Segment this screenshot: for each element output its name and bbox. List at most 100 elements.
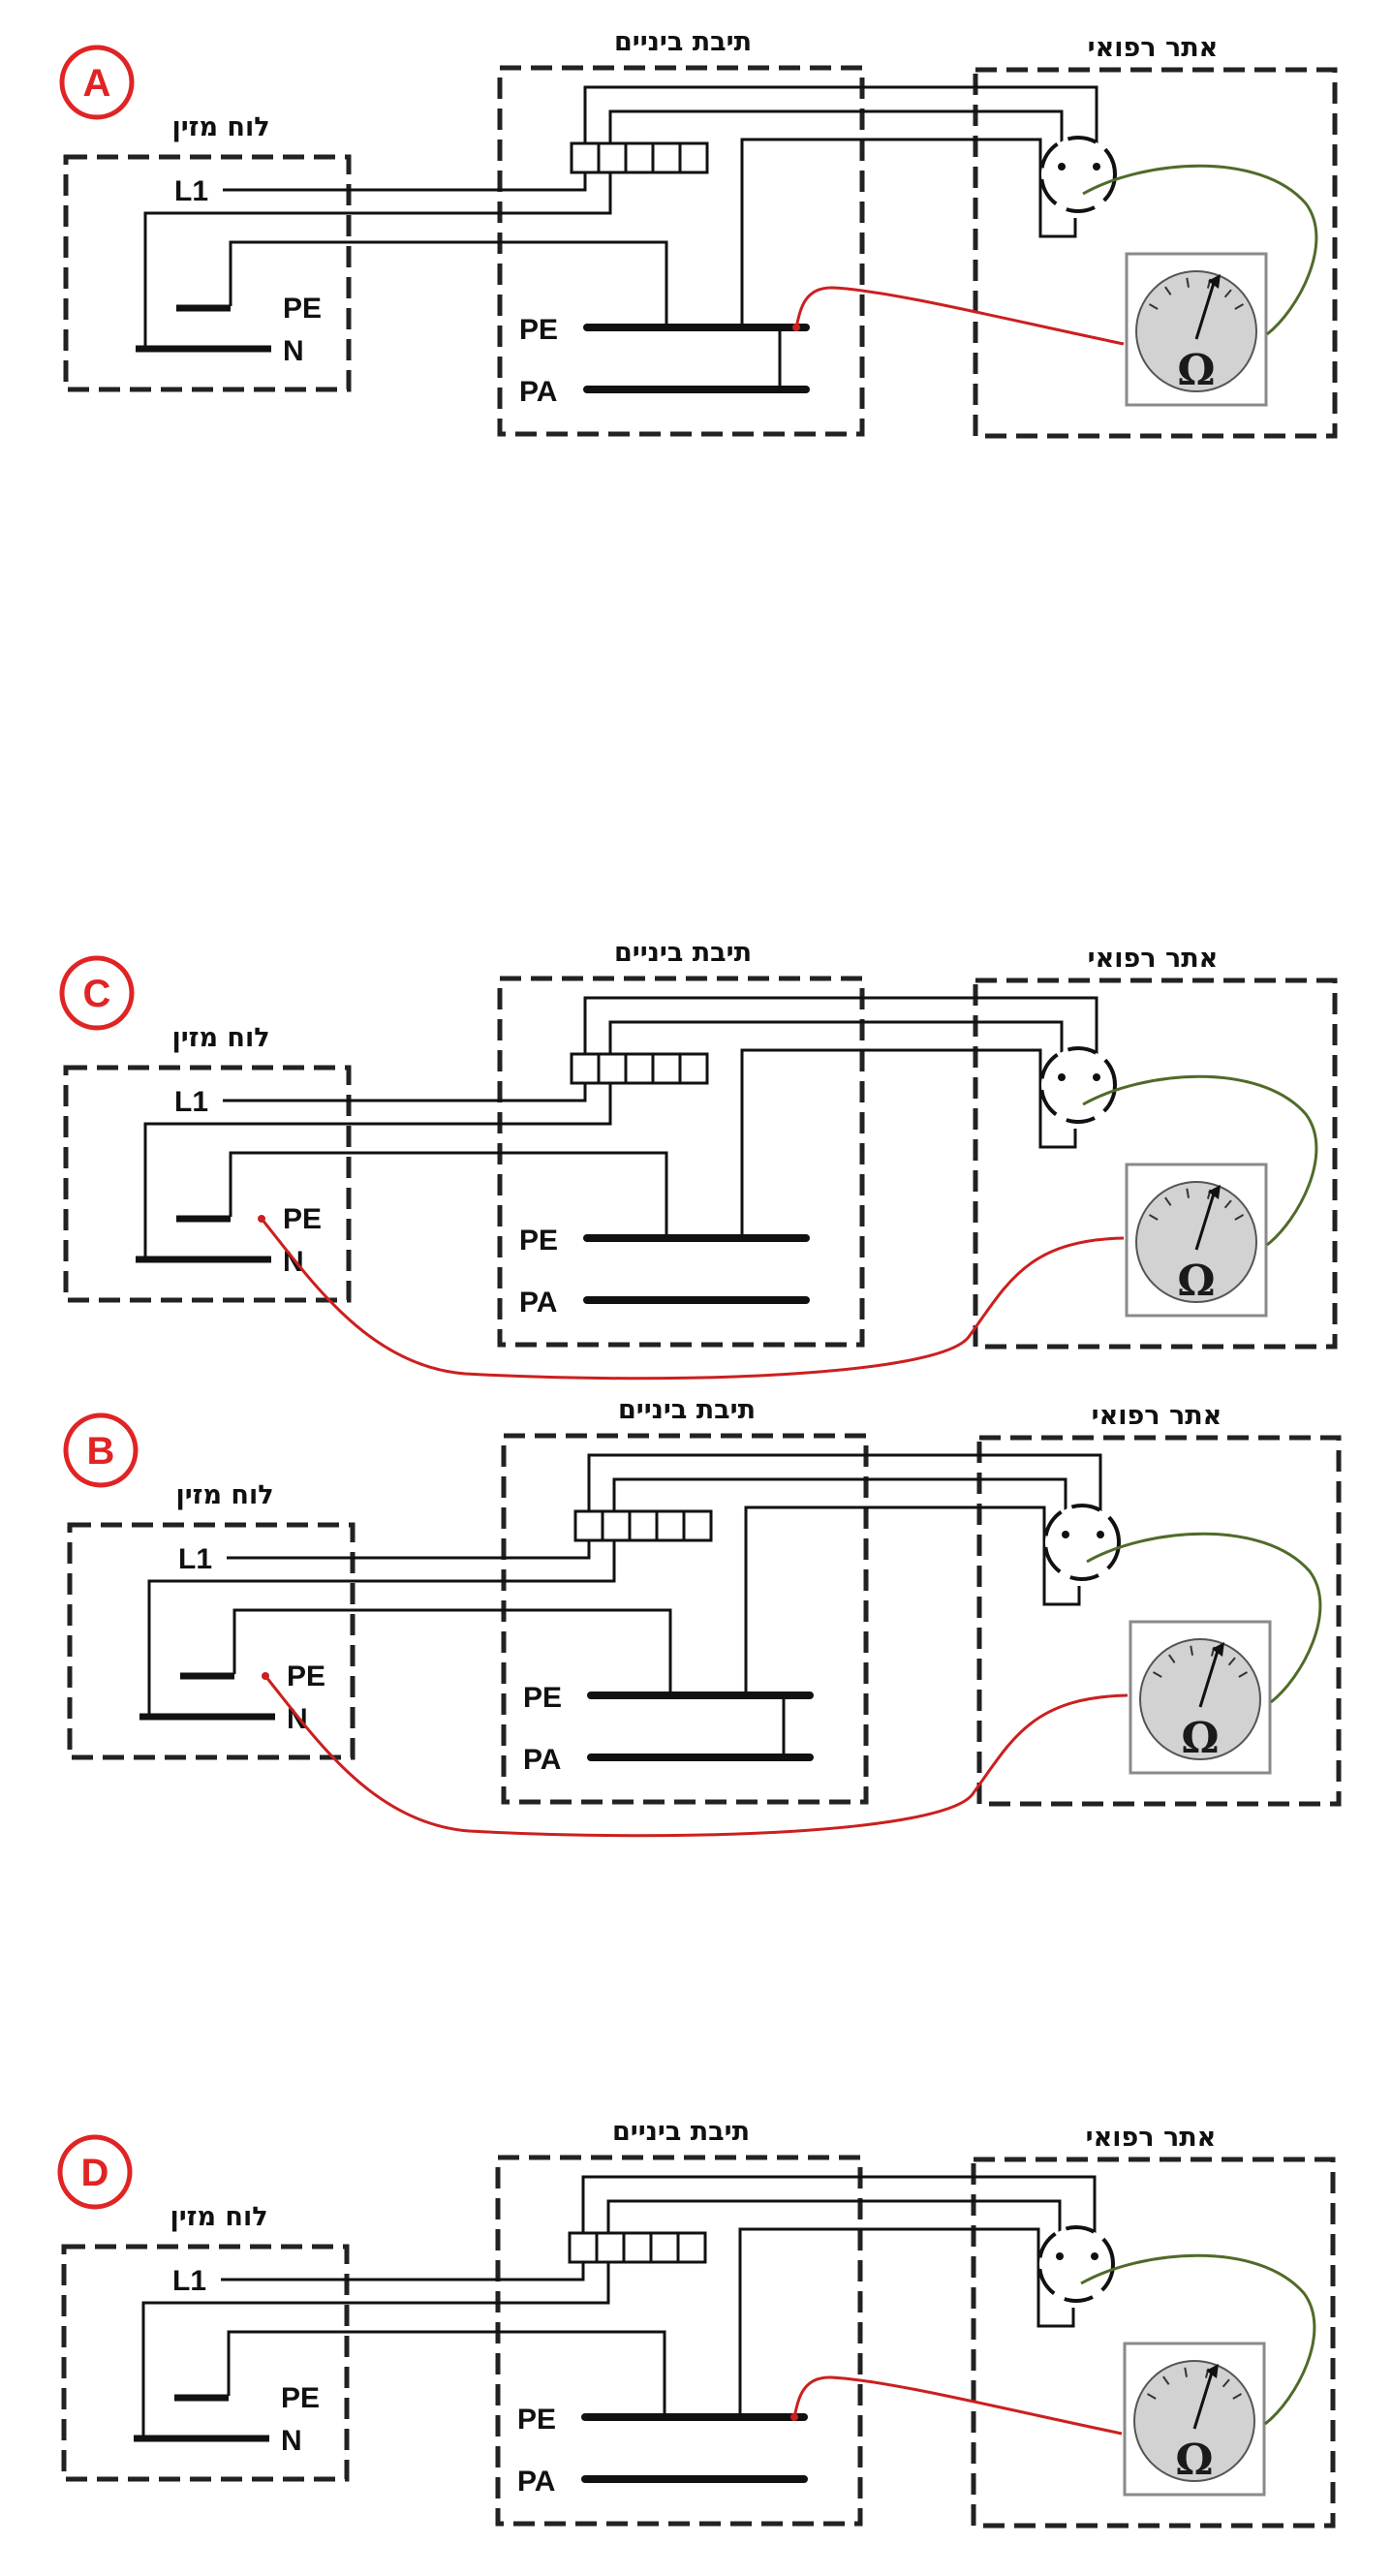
terminal-block-cell (624, 1052, 655, 1085)
terminal-block-cell (573, 1509, 604, 1542)
probe-lead-red (260, 1218, 1125, 1381)
needle-tip-icon (1208, 1185, 1221, 1199)
socket-pin-icon (1056, 2252, 1064, 2260)
supply-board-box (61, 2244, 350, 2482)
busbar-pe-label: PE (523, 1682, 562, 1714)
socket-pin-icon (1093, 163, 1100, 171)
ohmmeter-dial (1133, 2360, 1255, 2482)
terminal-block-cell (678, 1052, 709, 1085)
probe-lead-red (792, 2375, 1123, 2436)
terminal-pe-label: PE (281, 2382, 320, 2414)
ohm-symbol: Ω (1175, 2436, 1213, 2485)
medical-site-title: אתר רפואי (1086, 2123, 1217, 2153)
ohm-symbol: Ω (1181, 1714, 1219, 1763)
badge-label: C (83, 973, 111, 1015)
supply-board-box (67, 1522, 356, 1760)
terminal-pe-label: PE (287, 1660, 325, 1692)
badge-circle (59, 45, 135, 120)
terminal-block-cell (682, 1509, 713, 1542)
busbar-pa-label: PA (523, 1744, 561, 1776)
badge-circle (59, 955, 135, 1031)
supply-board-title: לוח מזין (171, 1023, 269, 1053)
ohmmeter-needle (1192, 2372, 1214, 2430)
wire-socket-1 (587, 1453, 1102, 1528)
badge-label: A (83, 62, 111, 105)
supply-board-title: לוח מזין (171, 112, 269, 142)
dial-tick (1223, 289, 1232, 298)
medical-site-title: אתר רפואי (1088, 944, 1219, 974)
dial-tick (1222, 2378, 1230, 2388)
needle-tip-icon (1208, 274, 1221, 289)
dial-tick (1149, 303, 1159, 310)
dial-tick (1186, 1188, 1190, 1198)
probe-lead-green (1082, 1074, 1318, 1247)
terminal-l1-label: L1 (174, 175, 208, 207)
dial-tick (1153, 1671, 1162, 1678)
junction-box-title: תיבת ביניים (618, 1395, 756, 1425)
socket-icon (1037, 2225, 1115, 2303)
terminal-block-cell (601, 1509, 632, 1542)
ohmmeter-dial (1135, 270, 1257, 392)
dial-tick (1234, 1214, 1244, 1221)
dial-tick (1168, 1654, 1176, 1663)
socket-icon (1039, 1046, 1117, 1124)
probe-contact-icon (258, 1215, 265, 1223)
socket-pin-icon (1091, 2252, 1098, 2260)
terminal-block-cell (655, 1509, 686, 1542)
medical-site-box (971, 2157, 1336, 2529)
terminal-block-cell (651, 141, 682, 174)
probe-contact-icon (792, 324, 800, 331)
junction-box-title: תיבת ביניים (614, 938, 752, 968)
terminal-pe-label: PE (283, 1203, 322, 1235)
probe-contact-icon (262, 1672, 269, 1680)
terminal-pe-label: PE (283, 293, 322, 325)
socket-pin-icon (1058, 163, 1066, 171)
probe-lead-red (263, 1675, 1129, 1838)
busbar-pe-label: PE (519, 1225, 558, 1257)
dial-tick (1164, 286, 1172, 295)
socket-icon (1039, 136, 1117, 213)
junction-box (497, 65, 865, 437)
terminal-l1-label: L1 (172, 2265, 206, 2297)
terminal-n-label: N (283, 335, 304, 367)
busbar-pe-label: PE (517, 2404, 556, 2436)
dial-tick (1186, 277, 1190, 288)
supply-board-box (63, 154, 352, 392)
junction-box (501, 1433, 869, 1805)
medical-site-box (976, 1435, 1342, 1807)
dial-tick (1149, 1214, 1159, 1221)
wire-socket-1 (583, 85, 1098, 160)
dial-tick (1184, 2367, 1188, 2377)
dial-tick (1232, 2393, 1242, 2400)
junction-box-title: תיבת ביניים (614, 27, 752, 57)
badge-circle (57, 2134, 133, 2210)
probe-contact-icon (790, 2413, 798, 2421)
terminal-block-cell (622, 2231, 653, 2264)
badge-label: B (87, 1430, 115, 1473)
ohmmeter-needle (1198, 1650, 1220, 1708)
wire-socket-2 (608, 1020, 1064, 1071)
supply-board-title: לוח מזין (170, 2202, 267, 2232)
ohmmeter-needle (1194, 282, 1216, 340)
socket-pin-icon (1058, 1073, 1066, 1081)
needle-tip-icon (1206, 2364, 1219, 2378)
ohmmeter-dial (1139, 1638, 1261, 1760)
terminal-block-cell (676, 2231, 707, 2264)
junction-box-title: תיבת ביניים (612, 2117, 750, 2147)
wire-n (143, 172, 612, 347)
socket-pin-icon (1062, 1531, 1069, 1538)
supply-board-title: לוח מזין (175, 1480, 273, 1510)
terminal-block-cell (597, 141, 628, 174)
probe-lead-red (794, 286, 1125, 346)
wire-socket-pe (740, 1048, 1077, 1236)
junction-box (495, 2155, 863, 2527)
terminal-l1-label: L1 (178, 1543, 212, 1575)
medical-site-title: אתר רפואי (1088, 33, 1219, 63)
wire-pe-feed (229, 240, 668, 326)
wire-pe-feed (229, 1151, 668, 1236)
busbar-pa-label: PA (519, 1287, 557, 1319)
